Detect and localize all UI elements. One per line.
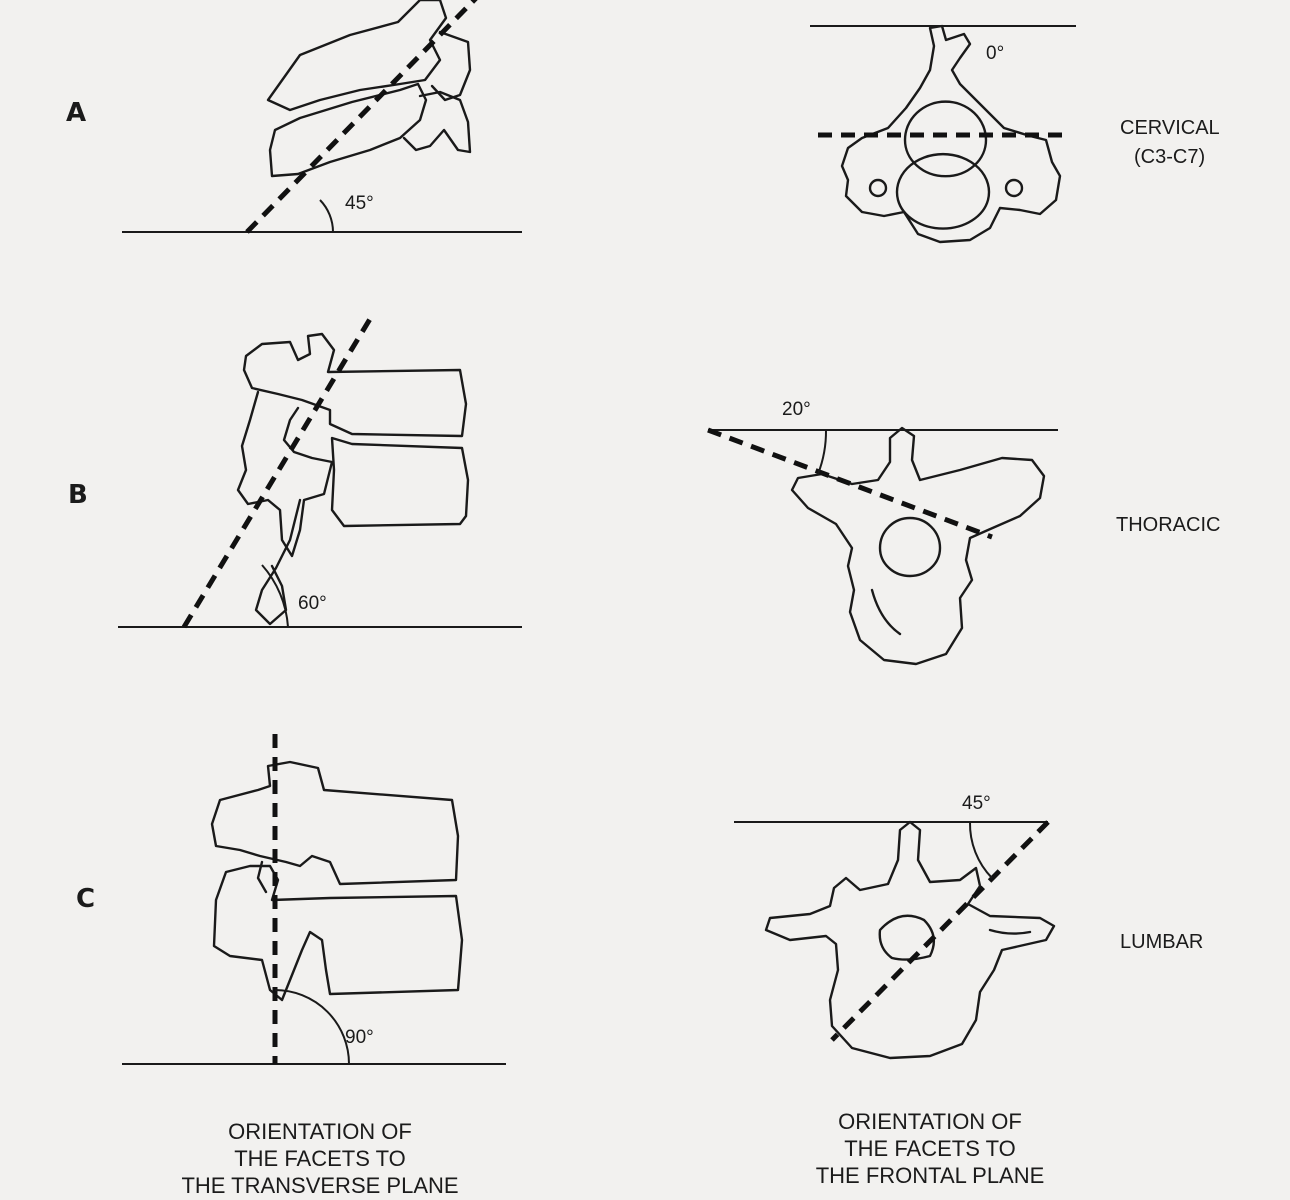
row-label-a: A [66, 98, 88, 128]
row-c-superior-view [734, 820, 1056, 1060]
row-b-lower-processes [254, 498, 302, 626]
row-c-lumbar-vertebra-top-view [764, 820, 1056, 1060]
row-a-superior-view [810, 24, 1076, 244]
row-c-articular-gap [256, 860, 268, 894]
row-a-frontal-angle-label: 0° [986, 43, 1005, 64]
row-a-region-sublabel: (C3-C7) [1134, 146, 1206, 168]
row-a-region-label: CERVICAL [1120, 117, 1220, 139]
frontal-caption-line-2: THE FACETS TO [844, 1136, 1016, 1161]
row-b-frontal-angle-label: 20° [782, 399, 811, 420]
row-a-upper-articular-process [430, 30, 472, 102]
row-c-frontal-angle-arc [968, 821, 993, 879]
row-a-spinal-canal [903, 100, 988, 178]
row-label-b: B [68, 480, 89, 510]
row-b-thoracic-vertebra-top-view [790, 426, 1046, 666]
row-c-transverse-process-detail [988, 928, 1032, 935]
frontal-caption-line-3: THE FRONTAL PLANE [815, 1163, 1045, 1188]
row-a-lower-vertebra [268, 82, 428, 178]
transverse-caption-line-3: THE TRANSVERSE PLANE [181, 1173, 459, 1198]
row-a-lateral-view [122, 0, 522, 234]
row-b-articular-processes [236, 390, 334, 558]
row-c-frontal-angle-label: 45° [962, 793, 991, 814]
row-c-spinal-canal [878, 914, 936, 961]
row-a-left-transverse-foramen [868, 178, 888, 198]
row-b-frontal-facet-line [707, 427, 993, 540]
row-b-frontal-angle-arc [817, 429, 828, 475]
row-c-transverse-angle-label: 90° [345, 1027, 374, 1048]
row-a-transverse-facet-line [245, 0, 478, 234]
transverse-plane-caption: ORIENTATION OF THE FACETS TO THE TRANSVE… [120, 1118, 520, 1199]
row-c-lower-vertebra [212, 864, 464, 1002]
row-b-transverse-facet-line [181, 312, 376, 629]
row-c-upper-vertebra [210, 760, 460, 886]
row-b-spinal-canal [878, 516, 942, 578]
row-a-lower-articular-process [402, 90, 472, 154]
row-b-superior-view [707, 426, 1058, 666]
row-a-upper-vertebra [266, 0, 448, 112]
row-c-transverse-angle-arc [274, 989, 350, 1065]
transverse-caption-line-1: ORIENTATION OF [228, 1119, 412, 1144]
row-c-frontal-facet-line [830, 820, 1050, 1042]
frontal-caption-line-1: ORIENTATION OF [838, 1109, 1022, 1134]
row-a-transverse-angle-label: 45° [345, 193, 374, 214]
row-b-upper-vertebra [242, 332, 468, 438]
row-b-transverse-angle-label: 60° [298, 593, 327, 614]
row-a-transverse-angle-arc [319, 199, 334, 233]
row-a-right-transverse-foramen [1004, 178, 1024, 198]
transverse-caption-line-2: THE FACETS TO [234, 1146, 406, 1171]
row-c-region-label: LUMBAR [1120, 931, 1204, 953]
row-b-lateral-view [118, 312, 522, 629]
frontal-plane-caption: ORIENTATION OF THE FACETS TO THE FRONTAL… [730, 1108, 1130, 1189]
row-label-c: C [76, 884, 97, 914]
row-b-body-contour [870, 588, 902, 636]
row-a-vertebral-body [895, 152, 991, 230]
row-b-transverse-angle-arc [261, 564, 289, 628]
row-b-region-label: THORACIC [1116, 514, 1221, 536]
row-c-lateral-view [122, 734, 506, 1065]
row-b-lower-vertebra [330, 436, 470, 528]
